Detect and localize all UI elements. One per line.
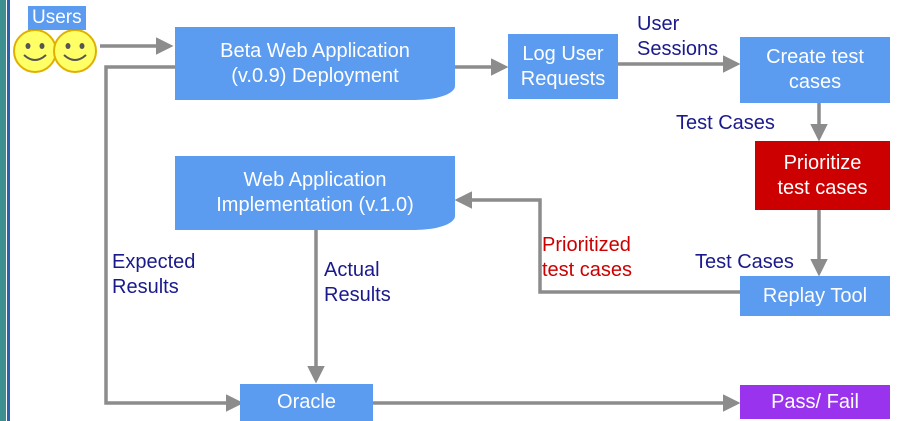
left-accent-bar-light — [7, 0, 10, 421]
edge-replay-to-implementation — [454, 191, 740, 294]
user-smiley-icon — [53, 29, 97, 73]
actual-results-label: Actual Results — [324, 259, 391, 306]
beta-deployment-node: Beta Web Application (v.0.9) Deployment — [175, 27, 455, 100]
oracle-node: Oracle — [240, 384, 373, 421]
web-application-implementation-node: Web Application Implementation (v.1.0) — [175, 156, 455, 230]
expected-results-label: Expected Results — [112, 251, 196, 298]
user-smiley-icon — [13, 29, 57, 73]
pass-fail-node: Pass/ Fail — [740, 385, 890, 419]
replay-tool-node: Replay Tool — [740, 276, 890, 316]
log-user-requests-node: Log User Requests — [508, 34, 618, 99]
test-cases-label: Test Cases — [695, 251, 794, 273]
prioritize-test-cases-node: Prioritize test cases — [755, 141, 890, 210]
create-test-cases-node: Create test cases — [740, 37, 890, 103]
users-label: Users — [28, 6, 86, 30]
prioritized-test-cases-label: Prioritized test cases — [542, 234, 633, 281]
edge-beta-to-oracle — [104, 65, 244, 412]
user-sessions-label: User Sessions — [637, 13, 719, 60]
test-cases-label: Test Cases — [676, 112, 775, 134]
left-accent-bar — [0, 0, 6, 421]
